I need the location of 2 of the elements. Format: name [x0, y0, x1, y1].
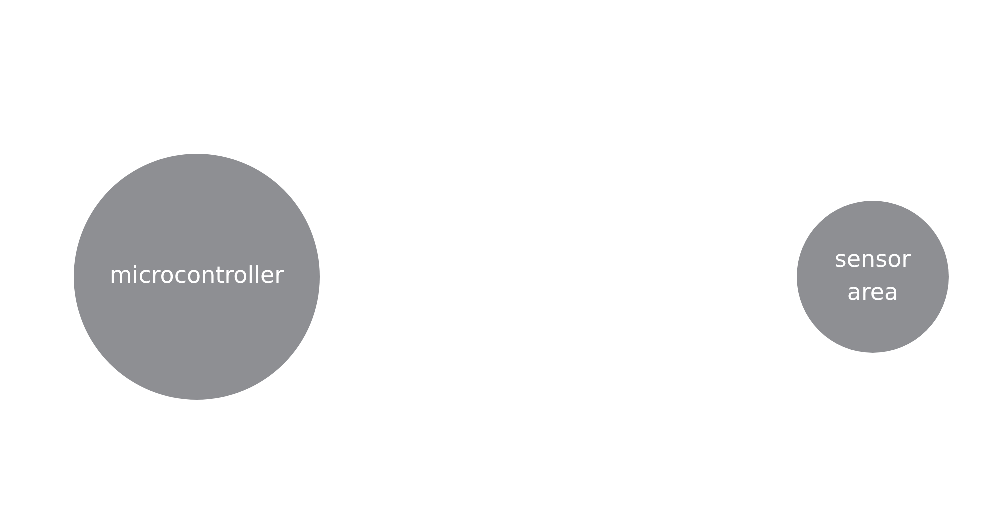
node-label: microcontroller — [110, 262, 284, 292]
node-label: sensor area — [834, 246, 912, 308]
